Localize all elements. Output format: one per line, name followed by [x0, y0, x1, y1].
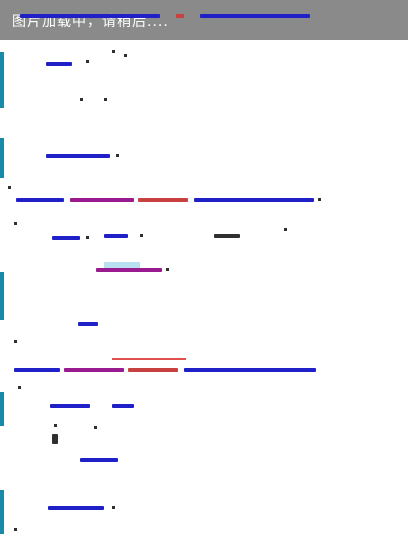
code-token [140, 234, 143, 237]
code-token [50, 404, 90, 408]
code-token [184, 368, 316, 372]
code-token [78, 322, 98, 326]
code-token [104, 98, 107, 101]
code-token [54, 424, 57, 427]
gutter-marker [0, 272, 4, 320]
code-token [46, 154, 110, 158]
code-token [284, 228, 287, 231]
code-token [94, 426, 97, 429]
gutter-marker [0, 138, 4, 178]
code-token [80, 458, 118, 462]
code-token [124, 54, 127, 57]
code-block-3 [0, 346, 408, 542]
code-token [52, 236, 80, 240]
code-block-2 [0, 176, 408, 346]
red-underline [112, 358, 186, 360]
code-token [112, 404, 134, 408]
code-token [64, 368, 124, 372]
code-token [104, 234, 128, 238]
code-token [214, 234, 240, 238]
code-token [8, 186, 11, 189]
code-token [194, 198, 314, 202]
gutter-marker [0, 52, 4, 108]
code-token [80, 98, 83, 101]
code-token [46, 62, 72, 66]
code-token [14, 368, 60, 372]
code-token [166, 268, 169, 271]
code-token [20, 14, 160, 18]
code-token [18, 386, 21, 389]
code-token [112, 506, 115, 509]
code-token [104, 262, 140, 272]
code-token [86, 236, 89, 239]
gutter-marker [0, 392, 4, 426]
loading-text: 图片加载中，请稍后.... [12, 14, 169, 30]
code-token [14, 222, 17, 225]
code-block-1 [0, 0, 408, 178]
loading-banner: 图片加载中，请稍后.... [0, 0, 408, 40]
gutter-marker [0, 490, 4, 534]
code-token [116, 154, 119, 157]
code-token [48, 506, 104, 510]
code-token [14, 528, 17, 531]
code-token [138, 198, 188, 202]
code-token [70, 198, 134, 202]
code-token [96, 268, 162, 272]
code-token [112, 50, 115, 53]
code-token [176, 14, 184, 18]
code-token [128, 368, 178, 372]
code-token [14, 340, 17, 343]
code-token [200, 14, 310, 18]
code-token [16, 198, 64, 202]
code-token [86, 60, 89, 63]
code-token [318, 198, 321, 201]
code-token [52, 434, 58, 444]
